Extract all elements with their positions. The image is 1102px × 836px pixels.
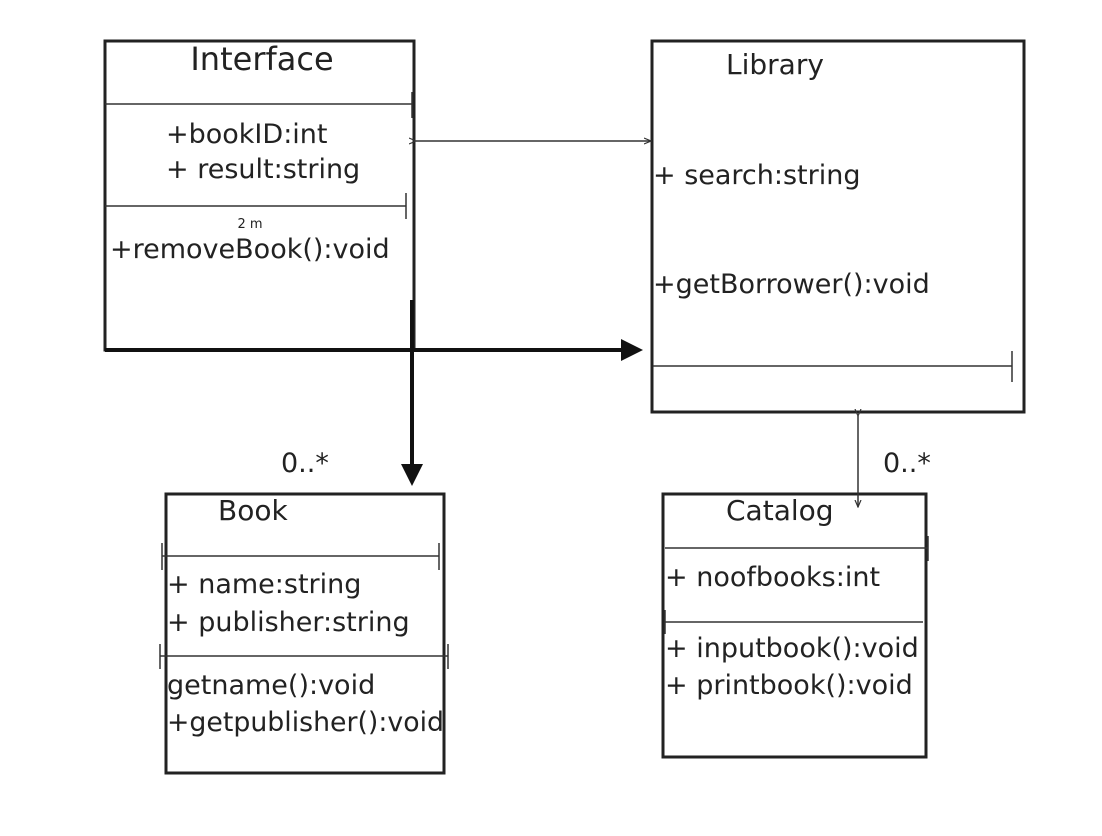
class-book-attribute-2: + publisher:string	[167, 607, 410, 638]
class-book-method-1: getname():void	[167, 670, 375, 701]
class-catalog[interactable]: Catalog + noofbooks:int + inputbook():vo…	[661, 492, 929, 759]
class-catalog-name: Catalog	[726, 494, 834, 527]
class-catalog-attribute-1: + noofbooks:int	[665, 562, 880, 593]
class-library-method-1: +getBorrower():void	[653, 269, 930, 300]
class-library-box	[650, 39, 1026, 414]
class-interface-name: Interface	[190, 40, 333, 78]
class-interface-box	[103, 39, 416, 352]
class-book[interactable]: Book + name:string + publisher:string ge…	[159, 492, 449, 775]
class-interface-method-1: +removeBook():void	[110, 234, 390, 265]
multiplicity-catalog: 0..*	[883, 448, 931, 479]
class-library-name: Library	[726, 48, 824, 81]
class-book-box	[164, 492, 446, 775]
class-interface[interactable]: Interface +bookID:int + result:string 2 …	[103, 39, 416, 352]
class-interface-note: 2 m	[237, 217, 262, 232]
class-catalog-method-2: + printbook():void	[665, 670, 913, 701]
class-catalog-method-1: + inputbook():void	[665, 633, 919, 664]
multiplicity-book: 0..*	[281, 448, 329, 479]
class-book-method-2: +getpublisher():void	[167, 707, 444, 738]
class-catalog-box	[661, 492, 928, 759]
class-library[interactable]: Library + search:string +getBorrower():v…	[650, 39, 1026, 414]
class-interface-attribute-1: +bookID:int	[166, 119, 328, 150]
arrow-interface-to-library-head	[621, 339, 643, 361]
class-book-name: Book	[218, 494, 288, 527]
class-library-attribute-1: + search:string	[653, 160, 861, 191]
class-interface-attribute-2: + result:string	[166, 154, 360, 185]
arrow-interface-to-book-head	[401, 464, 423, 486]
class-book-attribute-1: + name:string	[167, 569, 361, 600]
